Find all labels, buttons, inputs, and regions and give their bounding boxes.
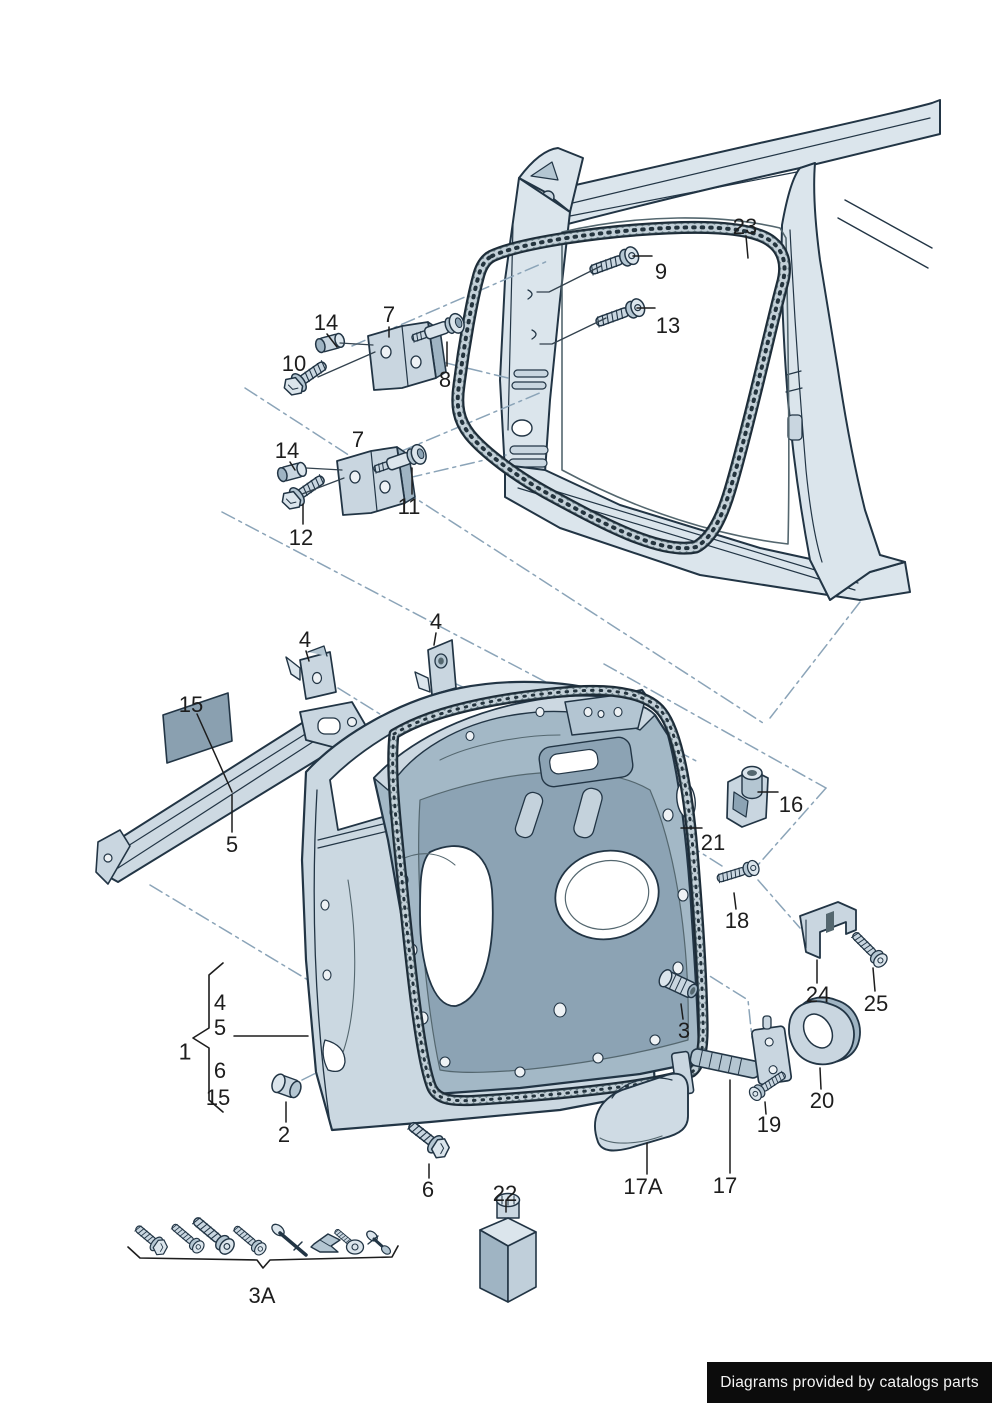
wedge-grommet-part-16	[726, 765, 769, 828]
window-guide-bracket-part-4-left	[285, 645, 337, 700]
fastener-kit-3A	[130, 1212, 392, 1259]
grommet-part-20	[788, 996, 861, 1066]
part-label-14-lower: 14	[274, 438, 300, 463]
part-label-19: 19	[756, 1112, 782, 1137]
group-brace-part-1	[192, 962, 224, 1113]
part-label-3A: 3A	[248, 1283, 276, 1308]
part-label-7-lower: 7	[351, 427, 365, 452]
protective-film-part-15	[162, 692, 233, 764]
label-leader-lines	[196, 235, 876, 1213]
part-label-3: 3	[677, 1018, 691, 1043]
screw-part-18	[714, 858, 762, 887]
bolt-part-6	[403, 1115, 454, 1163]
part-label-17: 17	[712, 1173, 738, 1198]
footer-credit-bar: Diagrams provided by catalogs parts	[707, 1362, 992, 1403]
part-label-5-list: 5	[213, 1015, 227, 1040]
part-label-6-list: 6	[213, 1058, 227, 1083]
part-label-15: 15	[178, 692, 204, 717]
part-label-9: 9	[654, 259, 668, 284]
part-label-5: 5	[225, 832, 239, 857]
part-label-14-upper: 14	[313, 310, 339, 335]
push-pin-rivet	[271, 1223, 308, 1257]
expanding-rivet	[366, 1230, 392, 1255]
screw-part-13	[592, 296, 648, 332]
part-label-17A: 17A	[623, 1174, 663, 1199]
plug-part-2	[271, 1073, 302, 1099]
part-label-4-left: 4	[298, 627, 312, 652]
part-label-22: 22	[492, 1181, 518, 1206]
part-label-1: 1	[178, 1038, 192, 1065]
kit-brace-3A	[127, 1245, 399, 1269]
bracket-part-24	[799, 901, 857, 959]
check-strap-cover-part-17A	[594, 1072, 689, 1152]
screw-with-washer	[331, 1225, 365, 1255]
part-label-16: 16	[778, 792, 804, 817]
footer-credit-text: Diagrams provided by catalogs parts	[720, 1373, 979, 1391]
part-label-23: 23	[732, 214, 758, 239]
part-label-15-list: 15	[205, 1085, 231, 1110]
part-label-12: 12	[288, 525, 314, 550]
adhesive-bottle-part-22	[479, 1192, 537, 1303]
part-label-10: 10	[281, 351, 307, 376]
door-inner-panel	[372, 691, 701, 1096]
part-label-11: 11	[397, 494, 421, 519]
part-label-13: 13	[655, 313, 681, 338]
part-label-18: 18	[724, 908, 750, 933]
screw-part-9	[586, 244, 642, 280]
part-label-24: 24	[805, 982, 831, 1007]
part-label-21: 21	[700, 830, 726, 855]
rivet-nut-part-3	[658, 969, 699, 999]
part-label-20: 20	[809, 1088, 835, 1113]
part-label-4-list: 4	[213, 990, 227, 1015]
thin-connector-lines	[301, 265, 607, 495]
part-label-8: 8	[438, 367, 452, 392]
speed-nut-clip	[310, 1233, 341, 1253]
part-label-7-upper: 7	[382, 302, 396, 327]
part-label-2: 2	[277, 1122, 291, 1147]
part-label-4-right: 4	[429, 609, 443, 634]
window-guide-bracket-part-4-right	[414, 639, 457, 696]
part-label-6: 6	[421, 1177, 435, 1202]
screw-part-25	[847, 927, 891, 971]
part-label-25: 25	[863, 991, 889, 1016]
